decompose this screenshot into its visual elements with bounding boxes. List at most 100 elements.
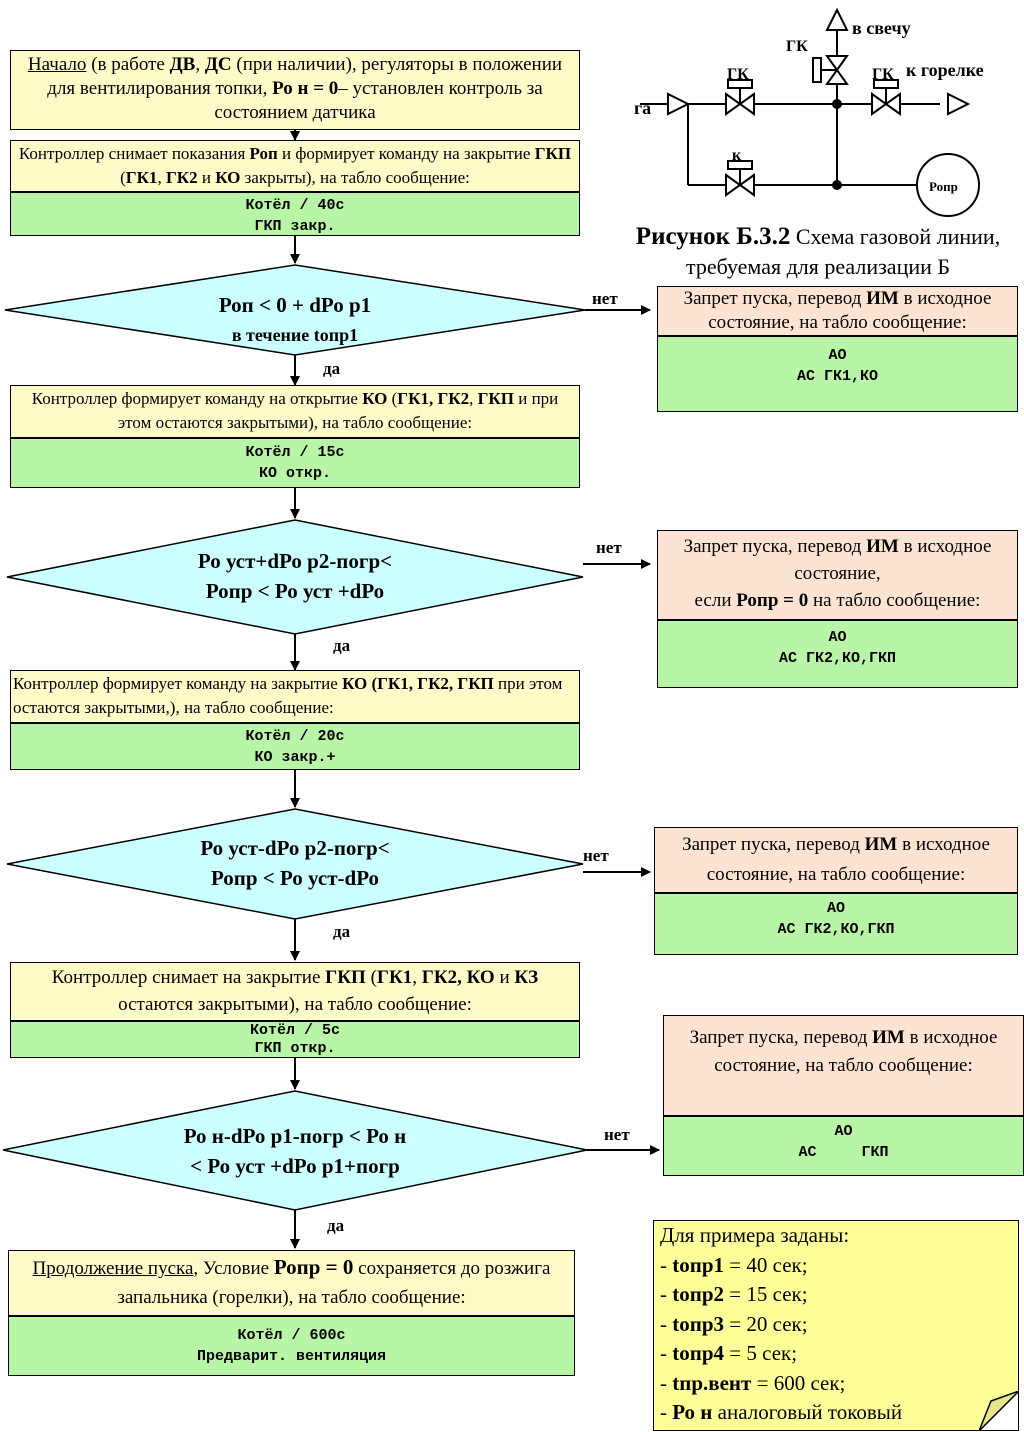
alarm-text-2: в исходное состояние, на табло сообщение… xyxy=(708,288,992,333)
note-value: = 20 сек; xyxy=(724,1311,808,1336)
note-key: tопр4 xyxy=(672,1341,725,1365)
note-dash: - xyxy=(660,1341,673,1365)
label-no-1: нет xyxy=(592,289,618,308)
caption-cut: Б xyxy=(937,254,951,279)
start-dv: ДВ xyxy=(169,54,196,75)
end-text: , Условие xyxy=(193,1258,274,1279)
decision-4-text: Ро н-dРо р1-погр < Ро н < Ро уст +dРо р1… xyxy=(110,1121,480,1183)
step4-gk1: ГК1 xyxy=(376,967,413,988)
alarm-im: ИМ xyxy=(866,536,899,557)
label-gk-vertical: ГК xyxy=(786,38,808,55)
step3-ko: КО (ГК1, ГК2, xyxy=(342,674,454,693)
note-value: аналоговый токовый xyxy=(712,1400,903,1424)
display-line-2: АС ГК1,КО xyxy=(796,368,878,385)
display-line-2: АС ГК2,КО,ГКП xyxy=(778,650,897,667)
step4-text-3: , xyxy=(412,967,422,988)
alarm-text-3: если xyxy=(694,590,737,611)
note-item: - tопр4 = 5 сек; xyxy=(660,1339,1012,1369)
alarm-text-2: в исходное состояние, xyxy=(794,536,992,584)
step4-text-5: остаются закрытыми), на табло сообщение: xyxy=(118,994,472,1015)
label-yes-4: да xyxy=(327,1216,345,1235)
label-gas-inlet: га xyxy=(634,98,651,118)
end-box: Продолжение пуска, Условие Ропр = 0 сохр… xyxy=(8,1250,575,1316)
step2-ko: КО xyxy=(362,389,388,408)
step3-box: Контроллер формирует команду на закрытие… xyxy=(10,670,580,723)
decision-3-line-2: Ропр < Ро уст-dРо xyxy=(210,866,380,890)
start-text: (в работе xyxy=(86,54,170,75)
display-line-1: Котёл / 40с xyxy=(245,197,345,214)
step1-gkp: ГКП xyxy=(534,144,572,163)
label-no-3: нет xyxy=(583,846,609,865)
step2-text: Контроллер формирует команду на открытие xyxy=(31,389,363,408)
note-key: tпр.вент xyxy=(672,1370,752,1395)
scheme-labels: в свечу ГК ГК ГК к горелке га к Ропр xyxy=(634,18,984,194)
note-key: tопр2 xyxy=(672,1282,725,1306)
display-line-2: ГКП откр. xyxy=(254,1040,336,1057)
alarm-box-4: Запрет пуска, перевод ИМ в исходное сост… xyxy=(663,1015,1024,1116)
end-ropr: Ропр = 0 xyxy=(273,1255,354,1279)
display-line-1: Котёл / 20с xyxy=(245,728,345,745)
display-line-2: АС ГКП xyxy=(798,1144,889,1161)
start-sep: , xyxy=(195,54,205,75)
start-ds: ДС xyxy=(204,54,232,75)
step1-ko: КО xyxy=(215,168,241,187)
display-line-1: Котёл / 600с xyxy=(237,1327,346,1344)
alarm-box-1: Запрет пуска, перевод ИМ в исходное сост… xyxy=(657,286,1018,336)
display-line-1: Котёл / 15с xyxy=(245,444,345,461)
decision-2-text: Ро уст+dРо р2-погр< Ропр < Ро уст +dРо xyxy=(120,546,470,608)
note-value: = 5 сек; xyxy=(724,1341,798,1365)
step1-text-3: ( xyxy=(120,168,126,187)
display-line-2: ГКП закр. xyxy=(254,218,336,235)
step4-text-4: и xyxy=(494,967,515,988)
start-text-3: – установлен контроль за состоянием датч… xyxy=(214,78,543,123)
decision-4-line-1: Ро н-dРо р1-погр < Ро н xyxy=(183,1124,407,1148)
note-dash: - xyxy=(660,1400,673,1424)
gas-line-scheme xyxy=(640,7,980,217)
label-burner: к горелке xyxy=(906,60,984,80)
end-title: Продолжение пуска xyxy=(32,1258,194,1279)
note-key: tопр1 xyxy=(672,1252,725,1277)
note-key: Ро н xyxy=(672,1400,713,1424)
alarm-text: Запрет пуска, перевод xyxy=(683,536,867,557)
step4-gk2: ГК2, КО xyxy=(421,967,495,988)
alarm-text: Запрет пуска, перевод xyxy=(682,834,865,855)
note-dash: - xyxy=(660,1282,673,1306)
label-k: к xyxy=(732,147,742,164)
display-line-1: АО xyxy=(826,900,845,917)
display-line-2: Предварит. вентиляция xyxy=(196,1348,387,1365)
caption-title: Рисунок Б.3.2 xyxy=(635,223,791,250)
decision-3-line-1: Ро уст-dРо р2-погр< xyxy=(200,836,390,860)
alarm-im: ИМ xyxy=(864,834,898,855)
alarm-text-2: в исходное состояние, на табло сообщение… xyxy=(706,834,990,885)
note-dash: - xyxy=(660,1370,673,1395)
label-no-4: нет xyxy=(604,1125,630,1144)
display-line-2: АС ГК2,КО,ГКП xyxy=(777,921,895,938)
note-value: = 15 сек; xyxy=(724,1282,808,1306)
note-dash: - xyxy=(660,1311,673,1336)
start-box: Начало (в работе ДВ, ДС (при наличии), р… xyxy=(10,50,580,130)
note-key: tопр3 xyxy=(672,1311,725,1336)
step3-text: Контроллер формирует команду на закрытие xyxy=(13,674,343,693)
decision-1-line-1: Роп < 0 + dРо р1 xyxy=(218,293,372,317)
alarm-text: Запрет пуска, перевод xyxy=(689,1027,873,1048)
step3-gkp: ГКП xyxy=(457,674,494,693)
label-yes-2: да xyxy=(333,636,351,655)
step2-display: Котёл / 15с КО откр. xyxy=(10,438,580,488)
display-line-2: КО откр. xyxy=(258,465,331,482)
label-yes-3: да xyxy=(333,922,351,941)
label-gk-right: ГК xyxy=(872,66,894,83)
note-item: - tопр3 = 20 сек; xyxy=(660,1310,1012,1340)
label-yes-1: да xyxy=(323,359,341,378)
step1-text: Контроллер снимает показания xyxy=(18,144,250,163)
display-line-1: АО xyxy=(828,347,847,364)
figure-caption: Рисунок Б.3.2 Схема газовой линии, требу… xyxy=(612,222,1024,292)
step2-text-2: ( xyxy=(387,389,398,408)
step1-text-2: и формирует команду на закрытие xyxy=(277,144,535,163)
step1-gk2: ГК2 xyxy=(165,168,198,187)
display-line-2: КО закр.+ xyxy=(254,749,336,766)
decision-2-line-1: Ро уст+dРо р2-погр< xyxy=(197,549,393,573)
